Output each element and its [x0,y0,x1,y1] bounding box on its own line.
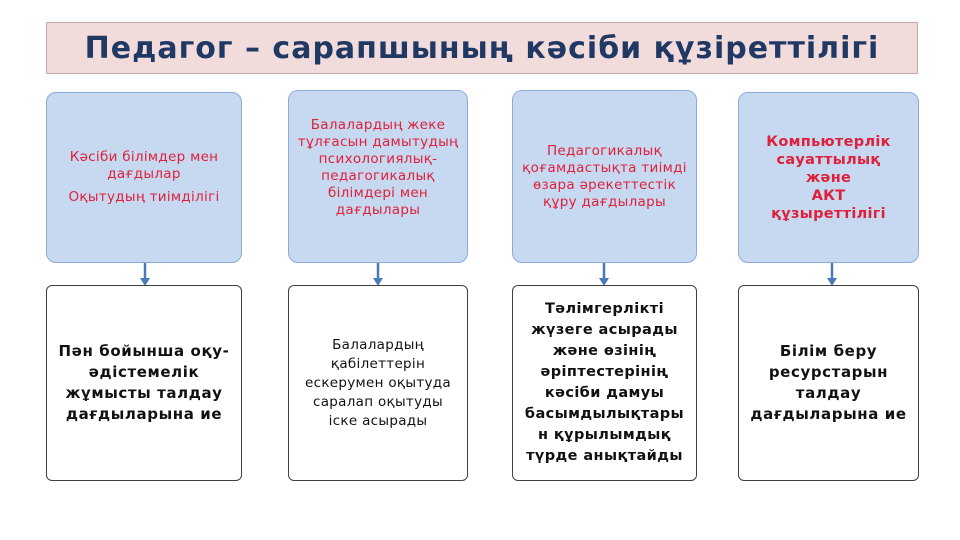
competency-box-community-interaction: Педагогикалық қоғамдастықта тиімді өзара… [512,90,697,263]
skill-box-resource-analysis: Білім беру ресурстарын талдау дағдыларын… [738,285,919,481]
arrow-down-icon [139,263,151,287]
competency-line: Кәсіби білімдер мен дағдылар [69,149,219,182]
skill-text: Пән бойынша оқу- әдістемелік жұмысты тал… [58,342,230,423]
competency-line: құзыреттілігі [771,205,886,222]
skill-box-differentiated-teaching: Балалардың қабілеттерін ескерумен оқытуд… [288,285,468,481]
skill-box-methodology-analysis: Пән бойынша оқу- әдістемелік жұмысты тал… [46,285,242,481]
competency-box-psychology-pedagogy: Балалардың жеке тұлғасын дамытудың психо… [288,90,468,263]
competency-line: АКТ [811,187,846,204]
arrow-down-icon [826,263,838,287]
diagram-title: Педагог – сарапшының кәсіби құзіреттіліг… [84,30,880,66]
arrow-down-icon [372,263,384,287]
skill-box-mentoring: Тәлімгерлікті жүзеге асырады және өзінің… [512,285,697,481]
title-banner: Педагог – сарапшының кәсіби құзіреттіліг… [46,22,918,74]
competency-line: Балалардың жеке тұлғасын дамытудың психо… [297,117,459,218]
competency-box-ict-literacy: Компьютерлік сауаттылық және АКТ құзырет… [738,92,919,263]
competency-line: Компьютерлік сауаттылық [766,133,891,168]
skill-text: Балалардың қабілеттерін ескерумен оқытуд… [305,336,451,429]
competency-line: Оқытудың тиімділігі [68,189,220,205]
competency-line: Педагогикалық қоғамдастықта тиімді өзара… [522,142,687,210]
competency-line: және [805,169,852,186]
skill-text: Білім беру ресурстарын талдау дағдыларын… [750,342,907,423]
skill-text: Тәлімгерлікті жүзеге асырады және өзінің… [524,301,685,464]
arrow-down-icon [598,263,610,287]
competency-box-professional-knowledge: Кәсіби білімдер мен дағдылар Оқытудың ти… [46,92,242,263]
